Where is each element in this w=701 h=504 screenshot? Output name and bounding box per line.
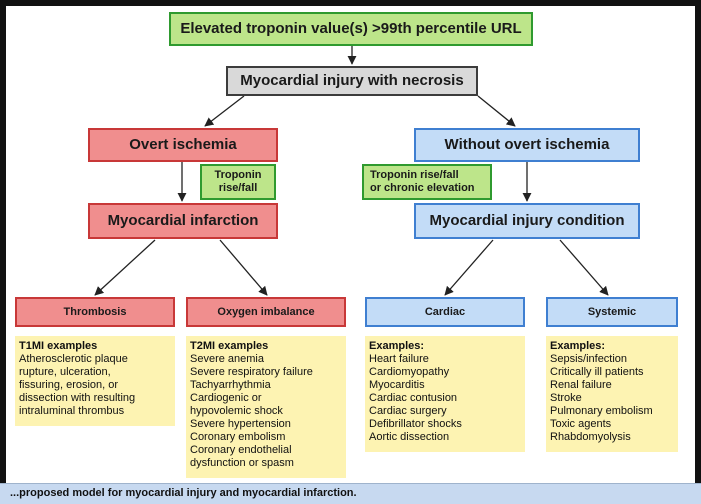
t2mi-line: Severe hypertension [190, 418, 291, 430]
myocardial-infarction-box: Myocardial infarction [88, 203, 278, 239]
t1mi-line: fissuring, erosion, or [19, 379, 119, 391]
arrow-mi-to-oxygen [219, 239, 268, 296]
cardiac-heading: Examples: [369, 340, 425, 352]
t2mi-line: hypovolemic shock [190, 405, 283, 417]
t2mi-line: Coronary endothelial [190, 444, 292, 456]
t2mi-line: Coronary embolism [190, 431, 286, 443]
arrow-condition-to-systemic [559, 239, 609, 296]
arrow-mi-to-thrombosis [94, 239, 156, 296]
cardiac-line: Myocarditis [369, 379, 425, 391]
caption-text: ...proposed model for myocardial injury … [10, 487, 357, 499]
troponin-chronic-line2: or chronic elevation [370, 182, 475, 194]
troponin-rise-fall-box: Troponin rise/fall [200, 164, 276, 200]
cardiac-line: Cardiomyopathy [369, 366, 450, 378]
without-overt-ischemia-box: Without overt ischemia [414, 128, 640, 162]
troponin-rise-fall-line1: Troponin [214, 169, 262, 182]
systemic-line: Critically ill patients [550, 366, 644, 378]
oxygen-imbalance-box: Oxygen imbalance [186, 297, 346, 327]
t2mi-line: Cardiogenic or [190, 392, 262, 404]
systemic-line: Renal failure [550, 379, 612, 391]
systemic-line: Pulmonary embolism [550, 405, 653, 417]
top-border [0, 0, 701, 6]
t2mi-line: Tachyarrhythmia [190, 379, 271, 391]
overt-ischemia-box: Overt ischemia [88, 128, 278, 162]
systemic-line: Rhabdomyolysis [550, 431, 631, 443]
cardiac-line: Cardiac contusion [369, 392, 458, 404]
t2mi-heading: T2MI examples [190, 340, 269, 352]
arrow-injury-to-overt [204, 95, 245, 127]
t1mi-line: rupture, ulceration, [19, 366, 111, 378]
elevated-troponin-box: Elevated troponin value(s) >99th percent… [169, 12, 533, 46]
arrow-condition-to-cardiac [444, 239, 494, 296]
myocardial-injury-box: Myocardial injury with necrosis [226, 66, 478, 96]
cardiac-line: Aortic dissection [369, 431, 450, 443]
right-border [695, 0, 701, 504]
t1mi-line: dissection with resulting [19, 392, 136, 404]
cardiac-box: Cardiac [365, 297, 525, 327]
cardiac-line: Heart failure [369, 353, 429, 365]
t2mi-line: dysfunction or spasm [190, 457, 294, 469]
systemic-line: Stroke [550, 392, 582, 404]
t1mi-line: Atherosclerotic plaque [19, 353, 128, 365]
thrombosis-box: Thrombosis [15, 297, 175, 327]
troponin-rise-fall-line2: rise/fall [218, 182, 258, 194]
troponin-chronic-line1: Troponin rise/fall [370, 169, 459, 182]
left-border [0, 0, 6, 504]
cardiac-line: Defibrillator shocks [369, 418, 462, 430]
arrow-injury-to-without [477, 95, 516, 127]
cardiac-line: Cardiac surgery [369, 405, 447, 417]
t2mi-line: Severe respiratory failure [190, 366, 313, 378]
troponin-chronic-box: Troponin rise/fall or chronic elevation [362, 164, 492, 200]
t2mi-line: Severe anemia [190, 353, 264, 365]
t1mi-heading: T1MI examples [19, 340, 98, 352]
systemic-heading: Examples: [550, 340, 606, 352]
systemic-box: Systemic [546, 297, 678, 327]
caption-bar [0, 483, 701, 504]
systemic-examples-panel: Examples: Sepsis/infection Critically il… [546, 336, 678, 452]
t1mi-examples-panel: T1MI examples Atherosclerotic plaque rup… [15, 336, 175, 426]
t1mi-line: intraluminal thrombus [19, 405, 125, 417]
t2mi-examples-panel: T2MI examples Severe anemia Severe respi… [186, 336, 346, 478]
systemic-line: Toxic agents [550, 418, 612, 430]
cardiac-examples-panel: Examples: Heart failure Cardiomyopathy M… [365, 336, 525, 452]
systemic-line: Sepsis/infection [550, 353, 628, 365]
myocardial-injury-condition-box: Myocardial injury condition [414, 203, 640, 239]
